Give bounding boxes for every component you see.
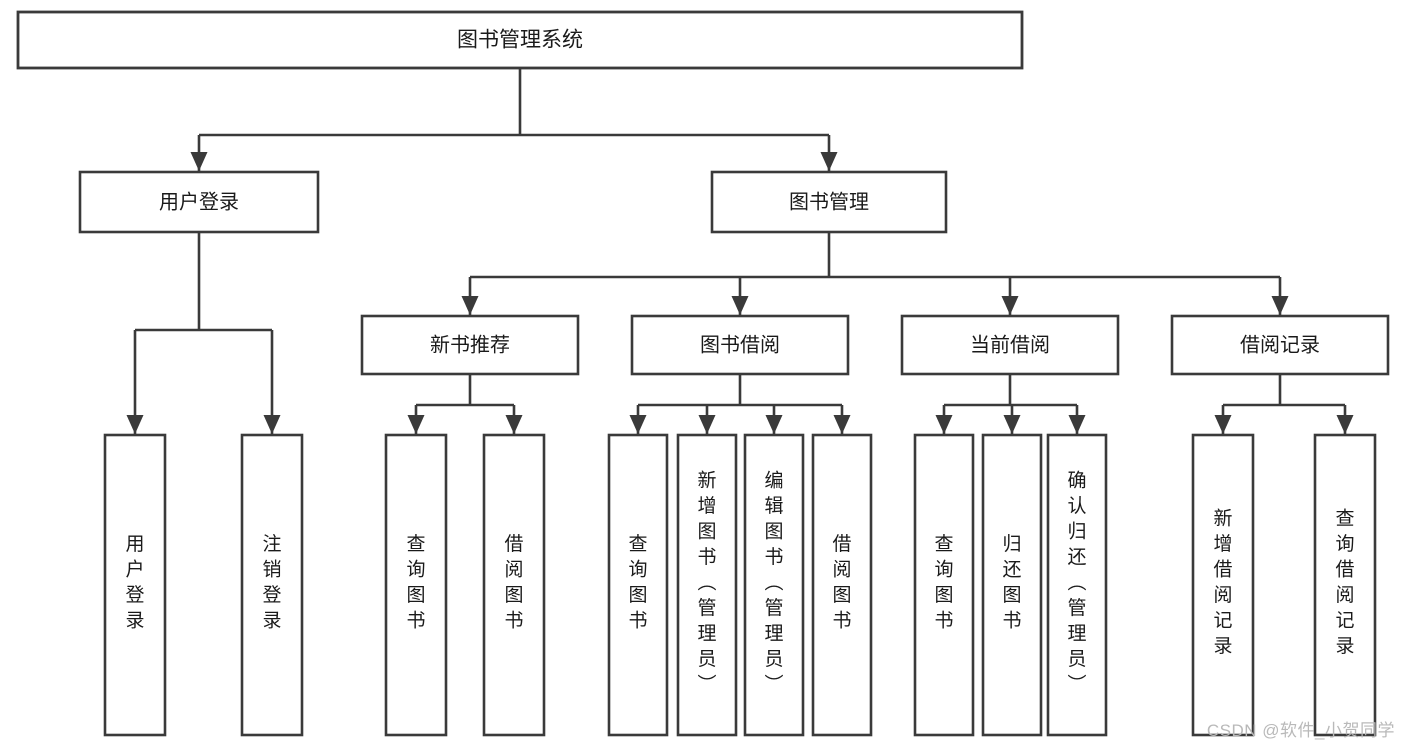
node-label: 用户登录 (159, 190, 239, 213)
node-label: 用户登录 (125, 534, 144, 632)
node-box (630, 314, 850, 376)
node-box (900, 314, 1120, 376)
node-box (78, 170, 320, 234)
node-label: 查询图书 (628, 533, 647, 632)
nodes-layer: 图书管理系统用户登录图书管理新书推荐图书借阅当前借阅借阅记录用户登录注销登录查询… (16, 10, 1390, 737)
node-leaf-12[interactable]: 查询借阅记录 (1313, 433, 1377, 737)
node-label: 确认归还︵管理员︶ (1067, 469, 1086, 695)
node-leaf-1[interactable]: 注销登录 (240, 433, 304, 737)
arrow-head-icon (765, 415, 783, 434)
node-leaf-4[interactable]: 查询图书 (607, 433, 669, 737)
watermark-text: CSDN @软件_小贺同学 (1206, 721, 1395, 740)
node-box (1046, 433, 1108, 737)
node-label: 注销登录 (262, 533, 281, 632)
node-label: 新增借阅记录 (1213, 508, 1232, 658)
node-label: 当前借阅 (970, 333, 1050, 356)
connectors-layer (126, 68, 1354, 434)
node-box (1191, 433, 1255, 737)
node-leaf-6[interactable]: 编辑图书︵管理员︶ (743, 433, 805, 737)
arrow-head-icon (833, 415, 851, 434)
node-box (913, 433, 975, 737)
node-label: 借阅记录 (1240, 333, 1320, 356)
node-box (360, 314, 580, 376)
arrow-head-icon (820, 152, 838, 171)
node-box (384, 433, 448, 737)
node-leaf-11[interactable]: 新增借阅记录 (1191, 433, 1255, 737)
node-label: 归还图书 (1002, 533, 1021, 632)
node-level3-2[interactable]: 当前借阅 (900, 314, 1120, 376)
arrow-head-icon (190, 152, 208, 171)
node-box (981, 433, 1043, 737)
node-box (676, 433, 738, 737)
node-box (482, 433, 546, 737)
node-label: 查询图书 (934, 533, 953, 632)
node-label: 新增图书︵管理员︶ (697, 469, 716, 695)
node-box (1170, 314, 1390, 376)
arrow-head-icon (731, 296, 749, 315)
node-box (240, 433, 304, 737)
node-leaf-5[interactable]: 新增图书︵管理员︶ (676, 433, 738, 737)
arrow-head-icon (1003, 415, 1021, 434)
arrow-head-icon (407, 415, 425, 434)
arrow-head-icon (1001, 296, 1019, 315)
node-leaf-7[interactable]: 借阅图书 (811, 433, 873, 737)
arrow-head-icon (126, 415, 144, 434)
node-label: 新书推荐 (430, 333, 510, 356)
node-root-图书管理系统[interactable]: 图书管理系统 (16, 10, 1024, 70)
node-leaf-2[interactable]: 查询图书 (384, 433, 448, 737)
node-label: 借阅图书 (504, 533, 523, 632)
node-level2-0[interactable]: 用户登录 (78, 170, 320, 234)
node-level3-3[interactable]: 借阅记录 (1170, 314, 1390, 376)
arrow-head-icon (935, 415, 953, 434)
node-label: 查询借阅记录 (1335, 508, 1354, 658)
arrow-head-icon (263, 415, 281, 434)
arrow-head-icon (1068, 415, 1086, 434)
node-level3-1[interactable]: 图书借阅 (630, 314, 850, 376)
node-label: 借阅图书 (832, 533, 851, 632)
node-leaf-8[interactable]: 查询图书 (913, 433, 975, 737)
node-leaf-0[interactable]: 用户登录 (103, 433, 167, 737)
node-leaf-3[interactable]: 借阅图书 (482, 433, 546, 737)
arrow-head-icon (505, 415, 523, 434)
node-label: 图书管理系统 (457, 29, 583, 52)
arrow-head-icon (1214, 415, 1232, 434)
node-level2-1[interactable]: 图书管理 (710, 170, 948, 234)
node-box (16, 10, 1024, 70)
node-box (743, 433, 805, 737)
node-box (1313, 433, 1377, 737)
node-label: 图书管理 (789, 190, 869, 213)
node-level3-0[interactable]: 新书推荐 (360, 314, 580, 376)
node-label: 编辑图书︵管理员︶ (764, 469, 783, 695)
arrow-head-icon (629, 415, 647, 434)
node-leaf-10[interactable]: 确认归还︵管理员︶ (1046, 433, 1108, 737)
node-leaf-9[interactable]: 归还图书 (981, 433, 1043, 737)
arrow-head-icon (698, 415, 716, 434)
node-label: 查询图书 (406, 533, 425, 632)
node-box (710, 170, 948, 234)
arrow-head-icon (1336, 415, 1354, 434)
node-box (607, 433, 669, 737)
node-label: 图书借阅 (700, 333, 780, 356)
arrow-head-icon (461, 296, 479, 315)
arrow-head-icon (1271, 296, 1289, 315)
node-box (811, 433, 873, 737)
node-box (103, 433, 167, 737)
